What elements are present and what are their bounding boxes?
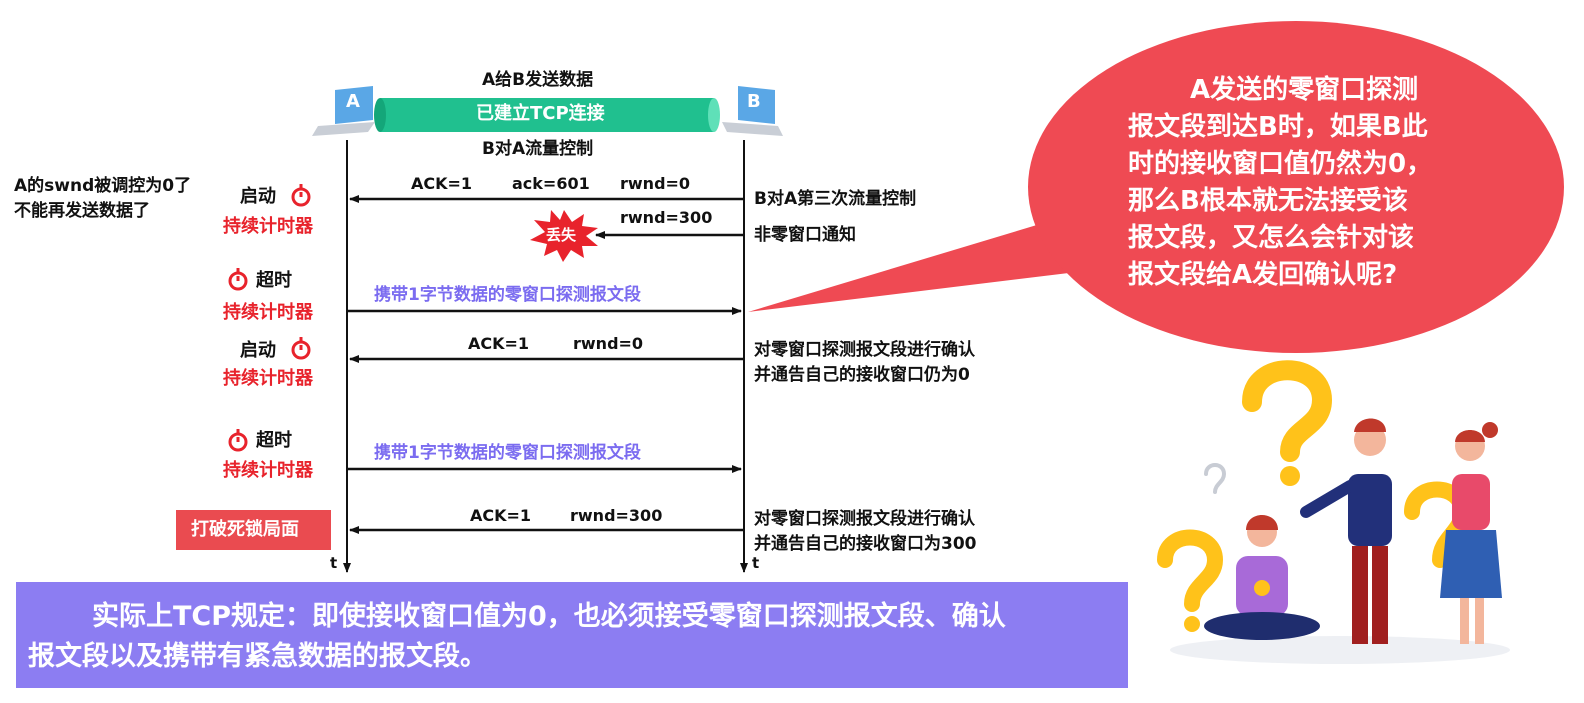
confirm1-line1: 对零窗口探测报文段进行确认 <box>754 340 975 360</box>
persist-timer-label: 持续计时器 <box>223 302 313 323</box>
bubble-line4: 那么B根本就无法接受该 <box>1128 186 1408 216</box>
msg4-rwnd: rwnd=300 <box>570 506 663 525</box>
probe1-label: 携带1字节数据的零窗口探测报文段 <box>374 285 641 305</box>
stopwatch-icon <box>228 268 248 291</box>
start-label: 启动 <box>240 186 276 207</box>
computer-b-icon <box>722 86 783 136</box>
deadlock-label: 打破死锁局面 <box>191 519 299 540</box>
host-a-label: A <box>346 91 360 112</box>
confirm2-line2: 并通告自己的接收窗口为300 <box>754 534 977 554</box>
third-control-note: B对A第三次流量控制 <box>754 189 917 209</box>
stopwatch-icon <box>291 184 311 207</box>
probe2-label: 携带1字节数据的零窗口探测报文段 <box>374 443 641 463</box>
msg4-ack: ACK=1 <box>470 506 532 525</box>
swnd-note-line2: 不能再发送数据了 <box>14 201 150 221</box>
timeout-label: 超时 <box>256 430 292 451</box>
bubble-line2: 报文段到达B时，如果B此 <box>1128 112 1428 142</box>
bubble-line6: 报文段给A发回确认呢? <box>1128 260 1398 290</box>
confused-people-illustration <box>1157 360 1510 664</box>
confirm1-line2: 并通告自己的接收窗口仍为0 <box>754 365 970 385</box>
connection-pipe <box>374 98 720 132</box>
persist-timer-label: 持续计时器 <box>223 368 313 389</box>
bubble-line3: 时的接收窗口值仍然为0， <box>1128 149 1433 179</box>
host-b-label: B <box>747 91 761 112</box>
msg3-rwnd: rwnd=0 <box>573 334 644 353</box>
msg1-rwnd: rwnd=0 <box>620 174 691 193</box>
lost-label: 丢失 <box>546 226 577 244</box>
msg1-ack: ACK=1 <box>411 174 473 193</box>
msg3-ack: ACK=1 <box>468 334 530 353</box>
lost-burst <box>530 210 598 262</box>
flow-label: B对A流量控制 <box>482 139 594 159</box>
top-label: A给B发送数据 <box>482 70 594 90</box>
persist-timer-label: 持续计时器 <box>223 460 313 481</box>
swnd-note-line1: A的swnd被调控为0了 <box>14 176 192 196</box>
bubble-line5: 报文段，又怎么会针对该 <box>1128 223 1415 253</box>
time-axis-a: t <box>330 554 338 572</box>
computer-a-icon <box>312 86 375 136</box>
time-axis-b: t <box>752 554 760 572</box>
confirm2-line1: 对零窗口探测报文段进行确认 <box>754 509 975 529</box>
speech-bubble <box>748 21 1564 353</box>
bubble-line1: A发送的零窗口探测 <box>1190 75 1419 105</box>
msg2-rwnd: rwnd=300 <box>620 208 713 227</box>
start-label: 启动 <box>240 340 276 361</box>
conclusion-banner <box>16 582 1128 688</box>
nonzero-window-note: 非零窗口通知 <box>754 225 856 245</box>
persist-timer-label: 持续计时器 <box>223 216 313 237</box>
msg1-acknum: ack=601 <box>512 174 590 193</box>
conclusion-line2: 报文段以及携带有紧急数据的报文段。 <box>28 641 487 672</box>
stopwatch-icon <box>291 337 311 360</box>
stopwatch-icon <box>228 429 248 452</box>
timeout-label: 超时 <box>256 270 292 291</box>
conclusion-line1: 实际上TCP规定：即使接收窗口值为0，也必须接受零窗口探测报文段、确认 <box>92 601 1006 632</box>
deadlock-box <box>176 510 331 550</box>
connection-label: 已建立TCP连接 <box>476 103 605 124</box>
